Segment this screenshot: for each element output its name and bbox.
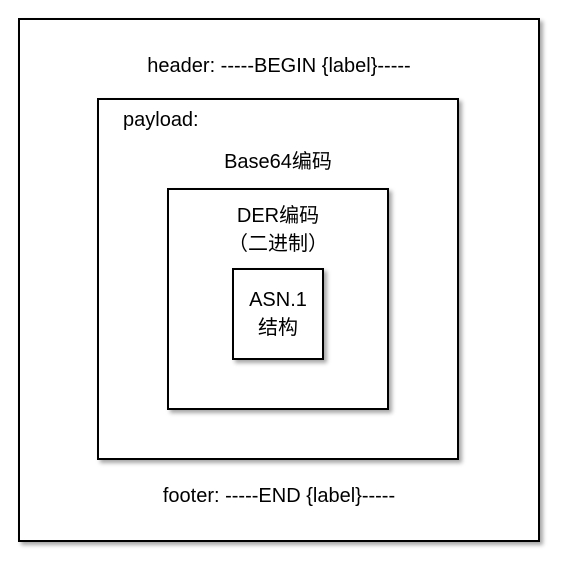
payload-label: payload: [123, 109, 199, 131]
asn1-structure-box [232, 268, 324, 360]
header-label: header: -----BEGIN {label}----- [147, 55, 411, 77]
asn1-structure-label: ASN.1 结构 [232, 286, 324, 342]
asn1-structure-subtitle: 结构 [258, 317, 298, 339]
der-encoding-label: DER编码 （二进制） [167, 202, 389, 258]
der-encoding-subtitle: （二进制） [228, 233, 328, 255]
base64-encoding-label: Base64编码 [224, 151, 332, 173]
asn1-structure-title: ASN.1 [249, 289, 307, 311]
footer-label: footer: -----END {label}----- [162, 485, 396, 507]
der-encoding-title: DER编码 [236, 205, 320, 227]
